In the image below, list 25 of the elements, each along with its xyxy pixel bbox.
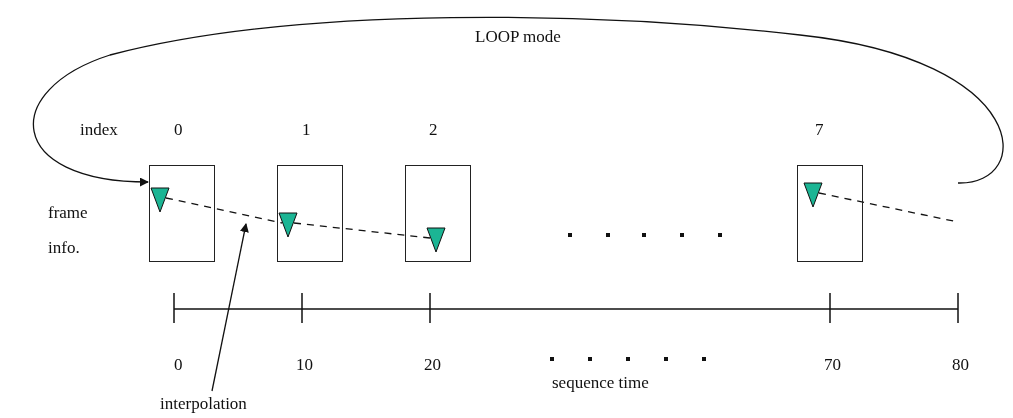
axis-title: index xyxy=(80,120,118,140)
tick-label: 70 xyxy=(824,355,841,375)
tick-label: 10 xyxy=(296,355,313,375)
keyframe-marker-icon xyxy=(277,211,298,238)
axis-title: sequence time xyxy=(552,373,649,393)
index-number: 1 xyxy=(302,120,311,140)
frame-box xyxy=(797,165,863,262)
tick-label: 0 xyxy=(174,355,183,375)
leader-line xyxy=(211,223,249,392)
index-number: 0 xyxy=(174,120,183,140)
index-number: 2 xyxy=(429,120,438,140)
keyframe-marker-icon xyxy=(802,181,823,208)
interpolation-line xyxy=(293,222,431,239)
tick-label: 20 xyxy=(424,355,441,375)
interpolation-line xyxy=(165,197,283,224)
frame-box xyxy=(149,165,215,262)
loop-arrow xyxy=(33,16,1004,187)
keyframe-marker-icon xyxy=(149,186,170,213)
side-label: frame info. xyxy=(48,202,89,259)
callout-text: interpolation xyxy=(160,393,270,415)
frame-box xyxy=(405,165,471,262)
index-number: 7 xyxy=(815,120,824,140)
keyframe-marker-icon xyxy=(425,226,446,253)
frame-box xyxy=(277,165,343,262)
tick-label: 80 xyxy=(952,355,969,375)
